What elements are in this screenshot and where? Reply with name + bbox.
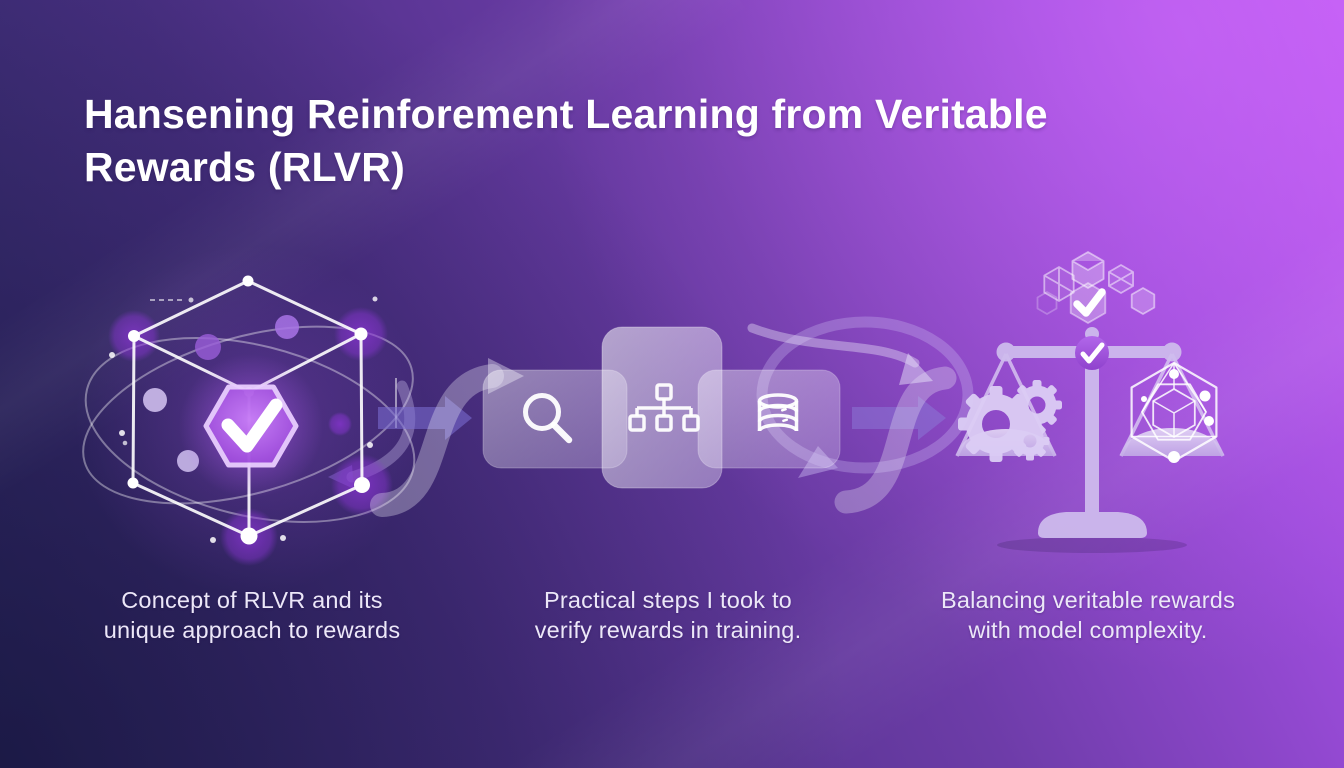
gears-icon (958, 380, 1062, 462)
checkmark-icon (221, 398, 283, 453)
reward-hexagon (203, 384, 299, 468)
caption-process: Practical steps I took to verify rewards… (488, 585, 848, 645)
hierarchy-icon (628, 383, 700, 432)
caption-concept-line1: Concept of RLVR and its (121, 587, 383, 613)
caption-concept: Concept of RLVR and its unique approach … (72, 585, 432, 645)
title-line2: Rewards (RLVR) (84, 144, 405, 190)
caption-balance: Balancing veritable rewards with model c… (908, 585, 1268, 645)
dashed-tick (150, 297, 194, 303)
caption-concept-line2: unique approach to rewards (103, 617, 401, 643)
right-pan (1121, 428, 1223, 456)
scale-shadow (997, 537, 1187, 553)
title-line1: Hansening Reinforement Learning from Ver… (84, 91, 1048, 137)
database-icon (757, 393, 799, 432)
small-white-dots (109, 296, 378, 543)
magnifier-icon (523, 393, 573, 444)
cube-vertex-dots (127, 275, 370, 545)
network-polyhedron-icon (1130, 361, 1218, 463)
flow-ribbon-1 (370, 364, 504, 517)
scale-frame (996, 327, 1182, 538)
flow-ribbon-2 (834, 366, 957, 514)
caption-process-line1: Practical steps I took to (544, 587, 792, 613)
cluster-checkmark-icon (1073, 288, 1106, 317)
gear-small (1010, 421, 1050, 461)
concept-illustration (75, 245, 425, 595)
flow-arrow-2-icon (852, 396, 946, 440)
balance-illustration (955, 251, 1225, 553)
balance-check-badge (1075, 336, 1109, 370)
process-flow (370, 316, 974, 517)
network-nodes (1141, 369, 1214, 463)
arc-arrow (747, 323, 920, 368)
page-title: Hansening Reinforement Learning from Ver… (84, 88, 1164, 194)
badge-checkmark-icon (1080, 342, 1105, 364)
cube-cluster (1036, 251, 1156, 315)
gear-medium (1012, 380, 1062, 430)
caption-balance-line2: with model complexity. (968, 617, 1208, 643)
arc-arrowhead-icon (899, 353, 933, 385)
caption-process-line2: verify rewards in training. (534, 617, 802, 643)
flow-arrow-1-icon (378, 396, 472, 440)
caption-balance-line1: Balancing veritable rewards (940, 587, 1236, 613)
